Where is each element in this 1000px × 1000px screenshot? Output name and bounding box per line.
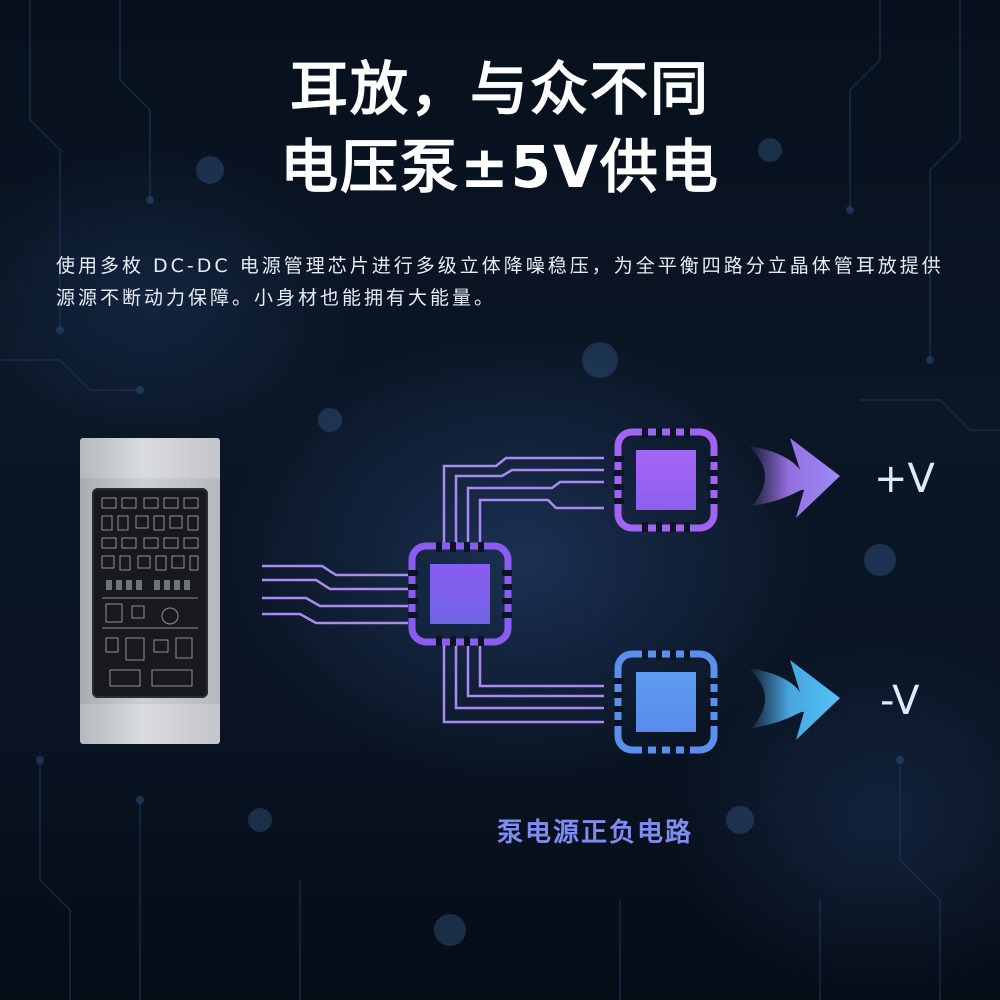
center-chip-icon (408, 542, 512, 646)
input-traces (262, 564, 408, 625)
description: 使用多枚 DC-DC 电源管理芯片进行多级立体降噪稳压，为全平衡四路分立晶体管耳… (56, 255, 944, 309)
device-bottom-cap (80, 704, 220, 744)
dac-amp-device (80, 438, 220, 744)
headline-line-2: 电压泵±5V供电 (280, 133, 720, 201)
diagram-caption: 泵电源正负电路 (496, 818, 693, 848)
arrow-right-icon (748, 438, 840, 518)
negative-chip-icon (614, 650, 718, 754)
arrow-right-icon (748, 660, 840, 740)
positive-voltage-label: +V (874, 456, 935, 502)
headline: 耳放，与众不同 电压泵±5V供电 (0, 50, 1000, 206)
negative-voltage-label: -V (880, 678, 920, 724)
device-circuit-board (92, 488, 208, 698)
traces-to-positive-chip (442, 456, 604, 548)
headline-line-1: 耳放，与众不同 (289, 55, 710, 123)
circuit-board-icon (101, 497, 199, 687)
input-traces-right (366, 560, 408, 566)
device-top-cap (80, 438, 220, 478)
positive-chip-icon (614, 428, 718, 532)
traces-to-negative-chip (442, 640, 604, 724)
